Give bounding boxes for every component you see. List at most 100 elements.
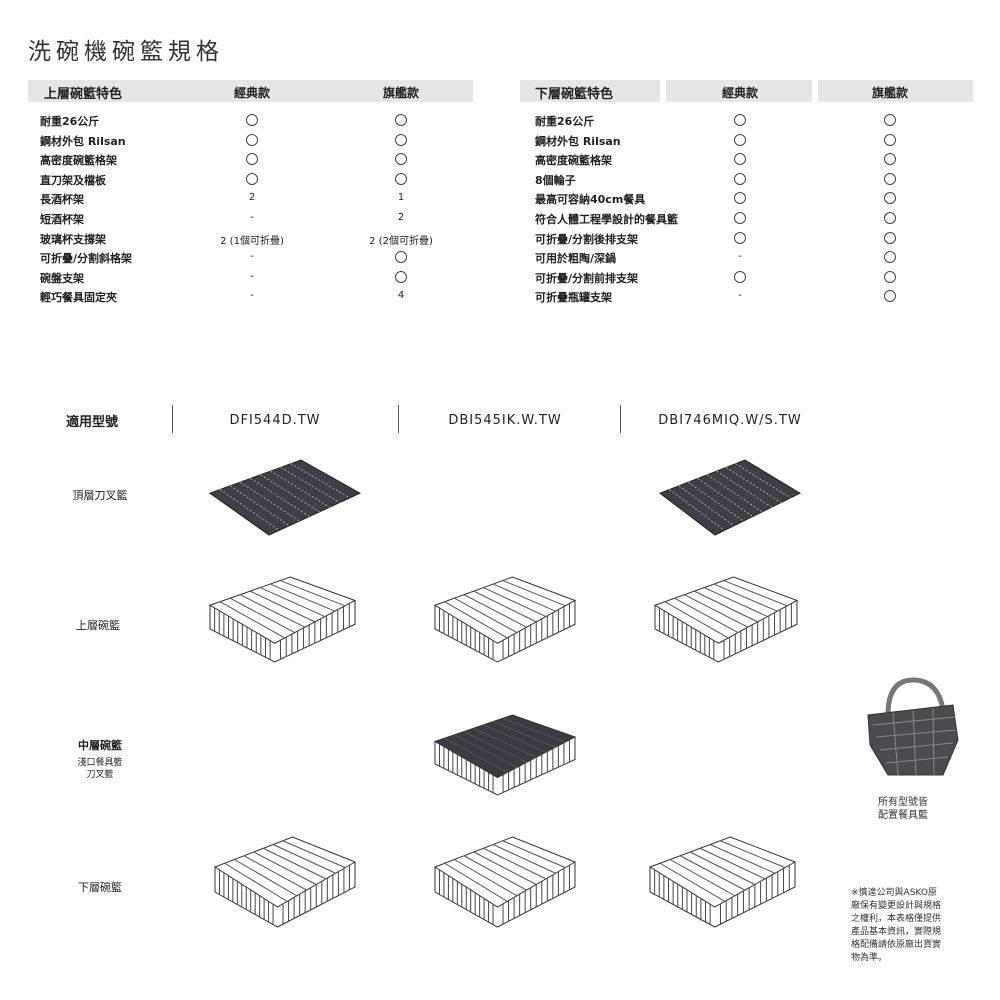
row-label: 可用於粗陶/深鍋	[535, 252, 617, 266]
row-label: 輕巧餐具固定夾	[40, 291, 117, 305]
top-cutlery-tray-image	[208, 459, 362, 536]
available-circle-icon	[734, 270, 746, 286]
basket-caption: 所有型號皆 配置餐具籃	[878, 796, 928, 822]
rack-label-upper: 上層碗籃	[76, 619, 120, 632]
disclaimer-line: 之權利，本表格僅提供	[851, 914, 942, 924]
lower-rack-image	[648, 836, 797, 928]
upper-rack-image	[653, 576, 799, 663]
available-circle-icon	[884, 251, 896, 266]
disclaimer: ※慎達公司與ASKO原 廠保有變更設計與規格 之權利，本表格僅提供 產品基本資訊…	[851, 887, 941, 965]
disclaimer-line: 物為準。	[851, 953, 888, 963]
cell-value: 1	[397, 192, 405, 204]
available-circle-icon	[395, 270, 407, 286]
model-name: DBI746MIQ.W/S.TW	[658, 413, 802, 428]
available-circle-icon	[884, 172, 896, 188]
available-circle-icon	[734, 172, 746, 188]
available-circle-icon	[884, 153, 896, 168]
cell-value: -	[250, 251, 254, 263]
model-name: DFI544D.TW	[229, 413, 321, 428]
available-circle-icon	[734, 231, 746, 247]
available-circle-icon	[246, 153, 258, 168]
row-label: 直刀架及檔板	[40, 173, 106, 187]
upper-table-header: 上層碗籃特色	[44, 87, 123, 102]
rack-label-lower: 下層碗籃	[78, 881, 122, 894]
row-label: 耐重26公斤	[40, 115, 100, 128]
top-cutlery-tray-image	[658, 459, 802, 536]
row-label: 鋼材外包 Rilsan	[535, 134, 621, 148]
cell-value: -	[250, 290, 254, 302]
row-label: 可折疊/分割後排支架	[535, 232, 639, 246]
row-label: 碗盤支架	[40, 271, 84, 285]
available-circle-icon	[884, 290, 896, 305]
row-label: 短酒杯架	[40, 213, 84, 226]
available-circle-icon	[884, 114, 896, 129]
available-circle-icon	[395, 251, 407, 266]
available-circle-icon	[246, 172, 258, 188]
divider	[620, 405, 621, 433]
cell-value: 2	[397, 212, 405, 223]
available-circle-icon	[734, 153, 746, 168]
row-label: 長酒杯架	[40, 193, 84, 207]
lower-rack-image	[213, 836, 357, 928]
row-label: 可折疊瓶罐支架	[535, 291, 612, 305]
available-circle-icon	[395, 114, 407, 129]
available-circle-icon	[395, 153, 407, 168]
lower-rack-image	[433, 836, 577, 928]
caption-line: 配置餐具籃	[878, 810, 928, 821]
available-circle-icon	[884, 231, 896, 247]
upper-col-classic: 經典款	[233, 86, 271, 100]
disclaimer-line: ※慎達公司與ASKO原	[851, 888, 937, 898]
lower-table-header-bg	[818, 80, 973, 102]
row-label: 可折疊/分割斜格架	[40, 252, 133, 266]
upper-table-header-bg	[28, 80, 473, 102]
page-title: 洗碗機碗籃規格	[28, 39, 224, 65]
available-circle-icon	[884, 192, 896, 207]
rack-label-middle-sub: 淺口餐具籃	[77, 758, 123, 768]
available-circle-icon	[246, 114, 258, 129]
lower-col-flagship: 旗艦款	[871, 86, 909, 100]
row-label: 符合人體工程學設計的餐具籃	[535, 213, 678, 226]
cell-value: -	[738, 251, 742, 263]
divider	[172, 405, 173, 433]
disclaimer-line: 格配備請依原廠出貨實	[851, 940, 942, 950]
row-label: 高密度碗籃格架	[535, 154, 612, 168]
lower-table-header: 下層碗籃特色	[535, 87, 614, 102]
cell-value: 2 (1個可折疊)	[220, 235, 284, 247]
models-label: 適用型號	[66, 415, 119, 430]
row-label: 8個輪子	[535, 173, 576, 187]
upper-col-flagship: 旗艦款	[382, 86, 420, 100]
row-label: 可折疊/分割前排支架	[535, 271, 639, 285]
rack-label-top: 頂層刀叉籃	[72, 489, 128, 502]
available-circle-icon	[395, 172, 407, 188]
cell-value: -	[738, 290, 742, 302]
available-circle-icon	[734, 212, 746, 227]
divider	[398, 405, 399, 433]
upper-rack-image	[433, 576, 577, 663]
available-circle-icon	[884, 270, 896, 286]
available-circle-icon	[734, 114, 746, 129]
available-circle-icon	[884, 133, 896, 149]
cell-value: 2 (2個可折疊)	[369, 235, 433, 247]
row-label: 高密度碗籃格架	[40, 154, 117, 168]
available-circle-icon	[734, 192, 746, 207]
rack-label-middle-sub: 刀叉籃	[86, 770, 114, 780]
middle-rack-image	[433, 714, 577, 796]
upper-rack-image	[208, 576, 357, 663]
row-label: 耐重26公斤	[535, 115, 595, 128]
available-circle-icon	[246, 133, 258, 149]
disclaimer-line: 廠保有變更設計與規格	[851, 901, 942, 911]
lower-table-header-bg	[520, 80, 660, 102]
cell-value: -	[250, 270, 254, 282]
row-label: 最高可容納40cm餐具	[535, 193, 646, 207]
row-label: 玻璃杯支撐架	[40, 232, 106, 246]
available-circle-icon	[395, 133, 407, 149]
model-name: DBI545IK.W.TW	[448, 413, 562, 428]
disclaimer-line: 產品基本資訊，實際規	[851, 927, 942, 937]
cell-value: 2	[248, 192, 256, 204]
caption-line: 所有型號皆	[878, 797, 928, 808]
cutlery-basket-image	[867, 677, 959, 776]
cell-value: 4	[397, 290, 405, 302]
available-circle-icon	[884, 212, 896, 227]
available-circle-icon	[734, 133, 746, 149]
row-label: 鋼材外包 Rilsan	[40, 134, 126, 148]
